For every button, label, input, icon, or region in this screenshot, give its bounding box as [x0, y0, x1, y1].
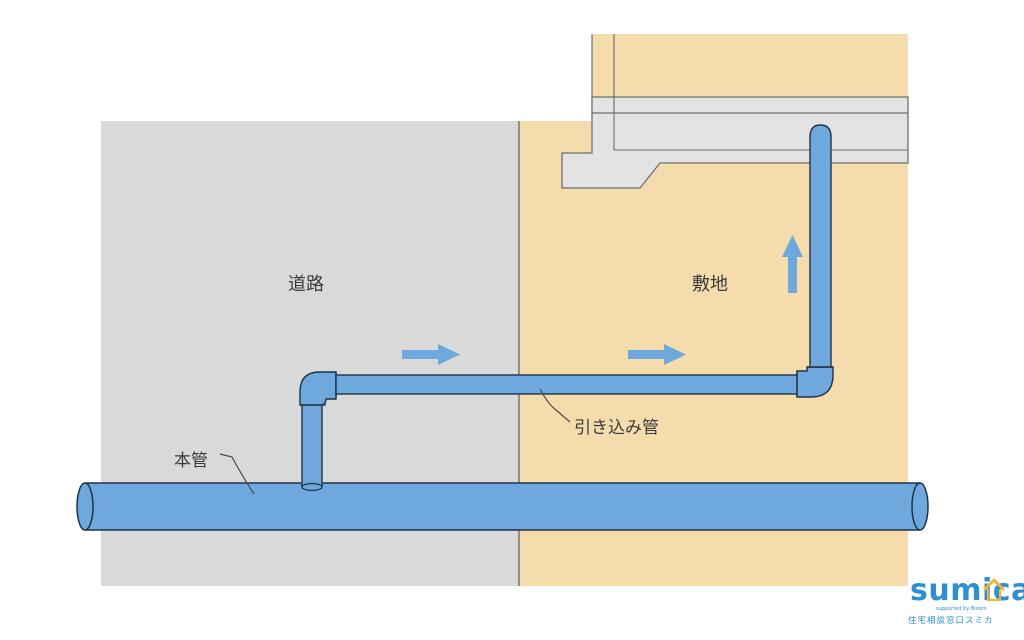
road-label: 道路: [288, 274, 324, 295]
brand-subtitle: 住宅相談窓口スミカ: [908, 616, 994, 626]
service-pipe-leader-line: [539, 388, 571, 423]
site-label: 敷地: [692, 274, 728, 295]
main-pipe-label: 本管: [174, 451, 208, 471]
brand-tagline: supported by Bloom: [936, 606, 987, 612]
main-pipe-leader-line: [219, 453, 255, 495]
main-pipe: [76, 482, 929, 531]
brand-logo-text: sumica: [910, 573, 1024, 608]
brand-watermark: sumica supported by Bloom 住宅相談窓口スミカ: [908, 574, 1024, 632]
service-pipe: [299, 124, 834, 492]
arrow-right-icon: [628, 344, 686, 365]
arrow-up-icon: [782, 235, 803, 293]
building-foundation: [561, 34, 909, 189]
service-pipe-label: 引き込み管: [574, 418, 659, 438]
house-icon: [983, 578, 1005, 602]
arrow-right-icon: [402, 344, 460, 365]
